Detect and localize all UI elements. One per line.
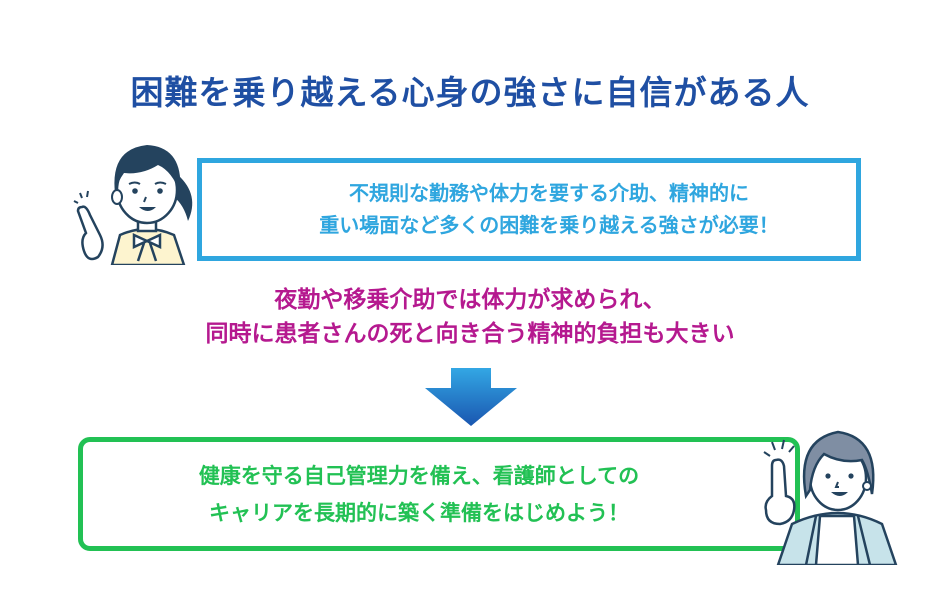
challenge-line-1: 不規則な勤務や体力を要する介助、精神的に bbox=[349, 181, 749, 205]
advice-line-2: キャリアを長期的に築く準備をはじめよう！ bbox=[209, 501, 629, 525]
down-arrow-icon bbox=[425, 368, 517, 426]
advice-line-1: 健康を守る自己管理力を備え、看護師としての bbox=[198, 464, 640, 488]
challenge-callout-box: 不規則な勤務や体力を要する介助、精神的に 重い場面など多くの困難を乗り越える強さ… bbox=[197, 158, 861, 261]
nurse-pointing-illustration-icon bbox=[763, 430, 898, 565]
challenge-callout-text: 不規則な勤務や体力を要する介助、精神的に 重い場面など多くの困難を乗り越える強さ… bbox=[202, 177, 856, 241]
nurse-pointing-illustration-icon bbox=[73, 145, 193, 265]
advice-callout-box: 健康を守る自己管理力を備え、看護師としての キャリアを長期的に築く準備をはじめよ… bbox=[78, 437, 800, 551]
explanation-line-2: 同時に患者さんの死と向き合う精神的負担も大きい bbox=[205, 321, 735, 347]
explanation-line-1: 夜勤や移乗介助では体力が求められ、 bbox=[274, 287, 666, 313]
advice-callout-text: 健康を守る自己管理力を備え、看護師としての キャリアを長期的に築く準備をはじめよ… bbox=[83, 458, 795, 532]
challenge-line-2: 重い場面など多くの困難を乗り越える強さが必要！ bbox=[319, 213, 779, 237]
page-title: 困難を乗り越える心身の強さに自信がある人 bbox=[130, 73, 810, 112]
explanation-text: 夜勤や移乗介助では体力が求められ、 同時に患者さんの死と向き合う精神的負担も大き… bbox=[0, 283, 940, 351]
